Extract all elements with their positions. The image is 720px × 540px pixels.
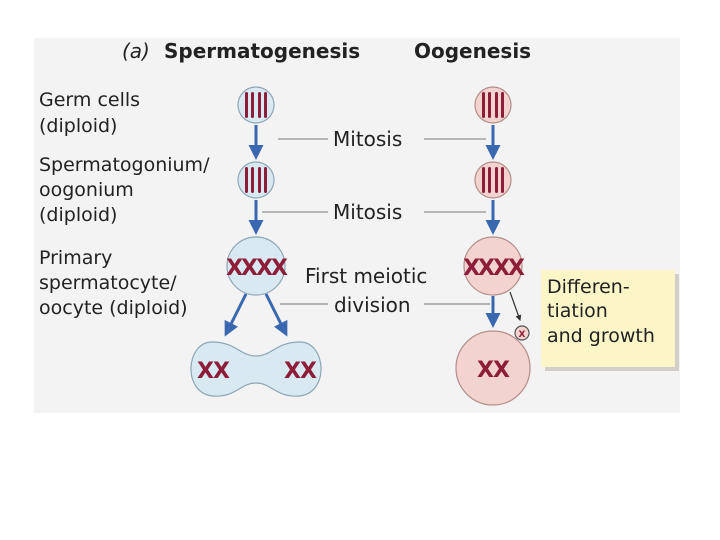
mitosis-1-label: Mitosis bbox=[333, 127, 403, 151]
differentiation-line-3: and growth bbox=[547, 324, 655, 347]
svg-text:XXXX: XXXX bbox=[463, 256, 525, 281]
sperm-arrow-left bbox=[224, 293, 248, 337]
sperm-germ-cell bbox=[237, 86, 275, 124]
meiosis-label-line-1: First meiotic bbox=[305, 264, 428, 288]
svg-text:XX: XX bbox=[197, 359, 230, 384]
mitosis-2-label: Mitosis bbox=[333, 200, 403, 224]
spermatogenesis-title: Spermatogenesis bbox=[164, 39, 361, 63]
meiosis-label-line-2: division bbox=[334, 293, 411, 317]
gonium-label-line-1: Spermatogonium/ bbox=[39, 154, 210, 176]
sperm-arrow-right bbox=[264, 293, 288, 337]
svg-text:XXXX: XXXX bbox=[226, 256, 288, 281]
panel-label-text: (a) bbox=[122, 39, 150, 63]
primary-label-line-3: oocyte (diploid) bbox=[39, 297, 188, 319]
egg-germ-cell bbox=[474, 86, 512, 124]
spermatogonium-cell bbox=[237, 161, 275, 199]
polar-body-arrow bbox=[509, 291, 522, 322]
gonium-label-line-2: oogonium bbox=[39, 179, 134, 201]
polar-body: X bbox=[514, 325, 530, 341]
secondary-spermatocytes-cell: XX XX bbox=[190, 341, 322, 397]
oogenesis-title: Oogenesis bbox=[414, 39, 532, 63]
differentiation-line-2: tiation bbox=[547, 300, 608, 323]
primary-oocyte-cell: XXXX bbox=[463, 236, 527, 296]
oogonium-cell bbox=[474, 161, 512, 199]
secondary-oocyte-cell: XX bbox=[455, 330, 531, 406]
panel-label: (a) bbox=[122, 40, 150, 62]
svg-text:XX: XX bbox=[284, 359, 317, 384]
primary-label-line-1: Primary bbox=[39, 247, 113, 269]
germ-cells-label-line-1: Germ cells bbox=[39, 89, 141, 111]
primary-spermatocyte-cell: XXXX bbox=[226, 236, 290, 296]
svg-text:X: X bbox=[519, 330, 526, 340]
germ-cells-label-line-2: (diploid) bbox=[39, 115, 118, 137]
gonium-label-line-3: (diploid) bbox=[39, 204, 118, 226]
differentiation-line-1: Differen- bbox=[547, 276, 630, 298]
differentiation-note: Differen- tiation and growth bbox=[541, 270, 675, 367]
svg-text:XX: XX bbox=[477, 358, 510, 383]
differentiation-note-text: Differen- tiation and growth bbox=[547, 275, 677, 348]
primary-label-line-2: spermatocyte/ bbox=[39, 272, 177, 294]
